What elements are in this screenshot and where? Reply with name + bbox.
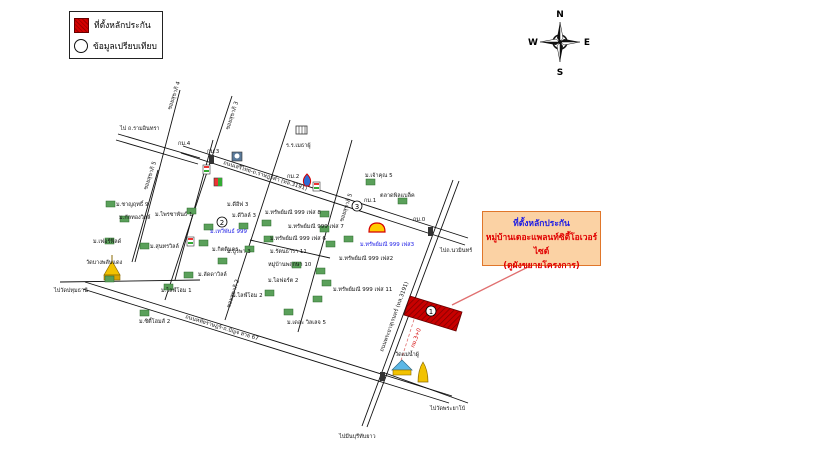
label-lifehome-2: ม.ไลฟ์โฮม 2 — [232, 291, 263, 299]
label-diwill: ม.ดีอีฟ 3 — [227, 201, 249, 208]
label-phase7: ม.ทรัพย์มณี 999 เฟส 7 — [288, 223, 344, 230]
label-market: ตลาดพิลแบล็ค — [380, 191, 415, 199]
label-village5: ม.เดอะ วิลเลจ 5 — [287, 319, 327, 326]
label-dvill: ม.ดีวิลล์ 3 — [232, 212, 257, 219]
label-rattana: ม.รัตนธารา 11 — [270, 248, 307, 255]
label-pruksa: หมู่บ้านพฤกษา 10 — [268, 261, 312, 268]
seven-eleven-icon-2 — [312, 181, 321, 192]
label-wat-right: วัดแม่น้ำผู้ — [395, 350, 419, 358]
label-soi-1: ซอยสุขาภิ 4 — [166, 80, 182, 111]
callout-title: ที่ตั้งหลักประกัน — [513, 219, 570, 229]
compare-marker-3-number: 3 — [355, 203, 359, 211]
label-phrai-1: ม.ไพรซาพันธ์ 1 — [155, 211, 193, 218]
store-icon — [213, 177, 223, 187]
callout-leader — [451, 259, 543, 306]
compass-e: E — [584, 38, 590, 48]
compass-s: S — [557, 68, 563, 78]
compass-w: W — [528, 38, 538, 48]
legend-compare-circle-icon — [74, 39, 88, 53]
label-km4: กม.4 — [178, 141, 191, 147]
callout-plan-note: (ดูผังขยายโครงการ) — [503, 261, 580, 271]
label-to-bottom: ไปมีนบุรีทับยาว — [338, 433, 376, 440]
label-phase3: ม.ทรัพย์มณี 999 เฟส3 — [360, 241, 415, 248]
label-km1: กม.1 — [364, 198, 376, 204]
temple-icon-right — [391, 359, 413, 376]
label-chao-khun: ม.เจ้าคุณ 5 — [365, 172, 393, 179]
label-phase11: ม.ทรัพย์มณี 999 เฟส 11 — [333, 286, 392, 293]
traffic-signal-icons — [209, 155, 433, 381]
site-marker-number: 1 — [429, 308, 433, 316]
label-km-marker: กม.3+0 — [410, 327, 423, 349]
market-icon — [231, 151, 243, 162]
label-wat-left: วัดบางพลับแดง — [86, 259, 123, 266]
km-line — [397, 309, 418, 371]
legend-site-label: ที่ตั้งหลักประกัน — [94, 21, 151, 31]
legend-compare-row: ข้อมูลเปรียบเทียบ — [74, 38, 157, 54]
compass-rose: N S E W — [528, 10, 590, 78]
callout-project: หมู่บ้านเดอะแพลนท์ซิตี้โอเวอร์ไซด์ — [485, 233, 598, 257]
label-to-bottom-right: ไปวัดพระยาโบ้ — [429, 404, 466, 412]
stupa-icon — [417, 361, 429, 383]
map-labels: ไป ถ.รามอินทรา กม.4 กม.3 กม.2 กม.1 กม.0 … — [53, 80, 472, 440]
label-phase8: ม.ทรัพย์มณี 999 เฟส 8 — [265, 209, 321, 216]
bus-stop-icons — [104, 178, 408, 317]
label-school: ร.ร.เมธาผู้ — [286, 142, 311, 149]
site-marker-number-circle — [425, 305, 437, 317]
site-callout-box[interactable]: ที่ตั้งหลักประกัน หมู่บ้านเดอะแพลนท์ซิตี… — [482, 211, 601, 271]
label-lifehome-1: ม.ไลฟ์โฮม 1 — [161, 286, 192, 294]
label-kittinakorn: ม.กิตตินคร — [212, 246, 238, 253]
shell-station-icon — [368, 222, 386, 233]
legend: ที่ตั้งหลักประกัน ข้อมูลเปรียบเทียบ — [69, 11, 163, 59]
label-chanrit: ม.ชาญฤทธิ์ 9 — [116, 200, 149, 208]
ptt-station-icon — [302, 173, 312, 187]
seven-eleven-icon — [202, 164, 211, 175]
label-ifort: ม.ไอฟอร์ต 2 — [268, 277, 298, 284]
label-thewi-999: ม.เทวีพันธ์ 999 — [210, 228, 247, 235]
label-ladda: ม.ลัดดาวิลล์ — [198, 271, 227, 278]
label-km0: กม.0 — [413, 217, 426, 223]
legend-site-swatch — [74, 17, 89, 33]
label-soi-3: ซอยสุขาภิ 5 — [142, 160, 158, 191]
legend-compare-label: ข้อมูลเปรียบเทียบ — [93, 42, 157, 52]
label-phase6: ม.ทรัพย์มณี 999 เฟส 6 — [270, 235, 326, 242]
label-sukhapi-4: ม.กัลทองวิลล์ — [119, 214, 151, 221]
label-phase2: ม.ทรัพย์มณี 999 เฟส2 — [339, 255, 393, 262]
label-lower-road: ถนนหทัยราษฎร์-ถ.ปัญจ สาย 67 — [184, 313, 259, 342]
compare-marker-3[interactable] — [351, 200, 363, 212]
compass-n: N — [556, 10, 564, 20]
school-icon — [295, 125, 308, 135]
compare-marker-2[interactable] — [216, 216, 228, 228]
compare-marker-2-number: 2 — [220, 219, 224, 227]
label-burapha: ม.บูรพา 3 — [227, 249, 251, 255]
label-km3: กม.3 — [207, 149, 220, 155]
label-to-top: ไป ถ.รามอินทรา — [119, 125, 159, 132]
legend-site-row: ที่ตั้งหลักประกัน — [74, 17, 151, 33]
label-fairfield: ม.เฟอร์ฟิลด์ — [93, 238, 122, 245]
label-soi-2: ซอยสุขาภิ 3 — [224, 100, 240, 131]
road-network — [59, 89, 469, 428]
label-sunthon: ม.สุนทรวิลล์ — [150, 243, 179, 250]
label-km2: กม.2 — [287, 174, 299, 180]
label-to-left: ไปวัดปทุมธานี — [53, 287, 88, 294]
label-to-right: ไปถ.นวมินทร์ — [439, 247, 472, 254]
seven-eleven-icon-3 — [186, 236, 195, 247]
label-citihome-2: ม.ซิตี้โฮมส์ 2 — [139, 317, 170, 325]
